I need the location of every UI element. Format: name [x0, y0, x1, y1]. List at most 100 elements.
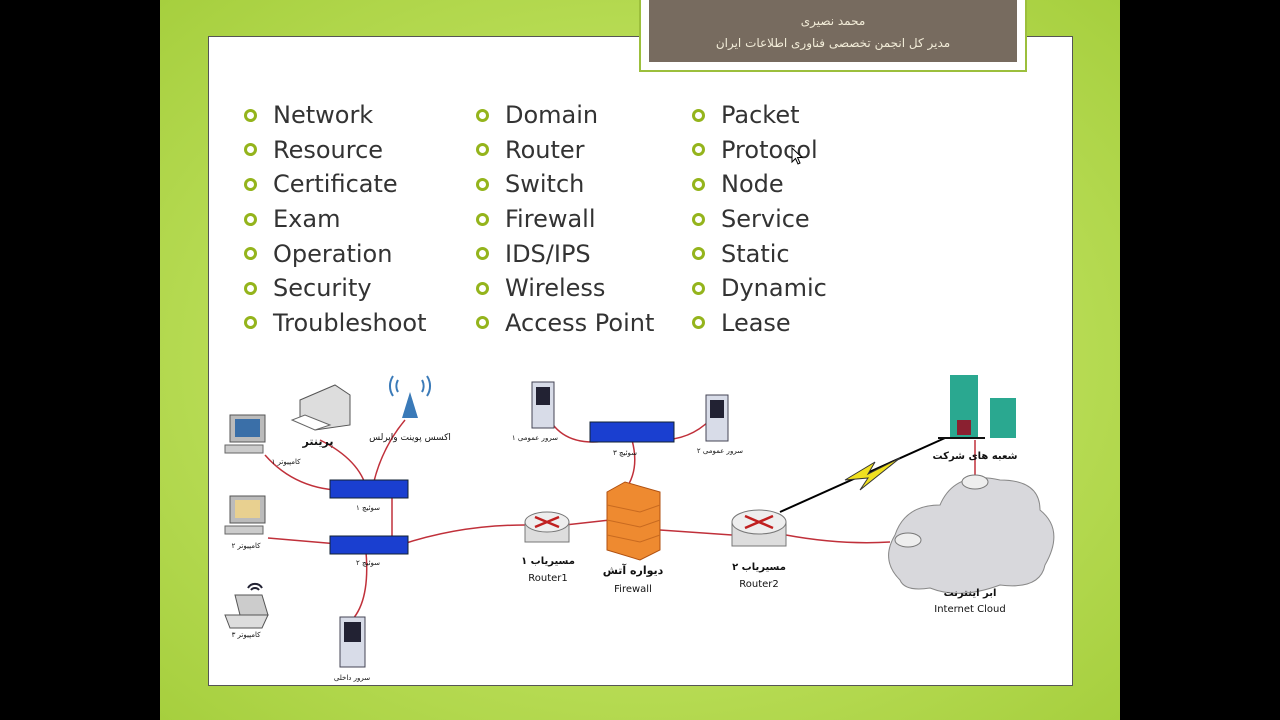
computer1-label: کامپیوتر ۱	[272, 458, 302, 466]
computer-icon	[224, 495, 266, 535]
internal-server-label: سرور داخلی	[334, 674, 370, 682]
term-label: Switch	[505, 170, 585, 199]
term-label: Operation	[273, 239, 393, 268]
access-point-icon	[388, 375, 432, 418]
term-item: Certificate	[238, 167, 427, 202]
term-item: Domain	[470, 98, 654, 133]
term-item: Router	[470, 133, 654, 168]
term-item: IDS/IPS	[470, 236, 654, 271]
cloud-label: Internet Cloud	[934, 604, 1005, 615]
switch-icon	[589, 421, 675, 443]
term-item: Operation	[238, 236, 427, 271]
term-item: Firewall	[470, 202, 654, 237]
term-item: Network	[238, 98, 427, 133]
term-label: Protocol	[721, 135, 818, 164]
router1-fa-label: مسیریاب ۱	[521, 556, 575, 567]
term-item: Troubleshoot	[238, 306, 427, 341]
term-item: Resource	[238, 133, 427, 168]
router2-label: Router2	[739, 579, 779, 590]
public-server2-label: سرور عمومی ۲	[697, 447, 743, 455]
bullet-icon	[476, 316, 489, 330]
server-icon	[339, 616, 366, 668]
firewall-label: Firewall	[614, 584, 652, 595]
bullet-icon	[244, 177, 257, 191]
bullet-icon	[692, 143, 705, 157]
bullet-icon	[476, 281, 489, 295]
term-label: Resource	[273, 135, 384, 164]
bullet-icon	[692, 212, 705, 226]
term-label: Router	[505, 135, 585, 164]
switch-icon	[329, 535, 409, 555]
bullet-icon	[692, 281, 705, 295]
branch-label: شعبه های شرکت	[933, 451, 1018, 462]
cloud-fa-label: ابر اینترنت	[944, 588, 997, 599]
bullet-icon	[476, 108, 489, 122]
computer-icon	[224, 414, 266, 454]
access-point-label: اکسس پوینت وایرلس	[369, 433, 451, 443]
bullet-icon	[244, 108, 257, 122]
term-label: Packet	[721, 101, 800, 130]
switch1-label: سوئیچ ۱	[356, 504, 380, 512]
router-icon	[731, 509, 787, 547]
printer-label: پرینتر	[302, 435, 334, 448]
bullet-icon	[692, 108, 705, 122]
bullet-icon	[476, 247, 489, 261]
laptop-icon	[224, 582, 269, 629]
term-label: Static	[721, 239, 790, 268]
term-label: Exam	[273, 205, 341, 234]
term-item: Protocol	[686, 133, 827, 168]
term-item: Switch	[470, 167, 654, 202]
bullet-icon	[692, 247, 705, 261]
bullet-icon	[244, 316, 257, 330]
term-label: Security	[273, 274, 372, 303]
term-item: Static	[686, 236, 827, 271]
term-item: Access Point	[470, 306, 654, 341]
presenter-name: محمد نصیری	[800, 14, 866, 28]
term-item: Lease	[686, 306, 827, 341]
term-label: Domain	[505, 101, 599, 130]
server-icon	[705, 394, 729, 442]
server-icon	[531, 381, 555, 429]
switch-icon	[329, 479, 409, 499]
term-label: Certificate	[273, 170, 398, 199]
firewall-icon	[606, 481, 661, 561]
bullet-icon	[244, 212, 257, 226]
term-item: Service	[686, 202, 827, 237]
term-label: Node	[721, 170, 784, 199]
term-label: Access Point	[505, 308, 655, 337]
term-item: Wireless	[470, 271, 654, 306]
computer3-label: کامپیوتر ۳	[232, 631, 262, 639]
term-label: Wireless	[505, 274, 606, 303]
bullet-icon	[244, 281, 257, 295]
title-box: محمد نصیری مدیر کل انجمن تخصصی فناوری اط…	[639, 0, 1027, 72]
bullet-icon	[692, 177, 705, 191]
switch3-label: سوئیچ ۳	[613, 449, 637, 457]
term-label: Lease	[721, 308, 791, 337]
bullet-icon	[476, 143, 489, 157]
public-server1-label: سرور عمومی ۱	[512, 434, 558, 442]
term-label: Troubleshoot	[273, 308, 427, 337]
printer-icon	[290, 384, 351, 431]
bullet-icon	[476, 177, 489, 191]
switch2-label: سوئیچ ۲	[356, 559, 380, 567]
bullet-icon	[244, 247, 257, 261]
wan-link-icon	[844, 457, 901, 491]
mouse-cursor-icon	[791, 147, 803, 165]
term-item: Packet	[686, 98, 827, 133]
internet-cloud-icon	[888, 474, 1055, 594]
term-label: Dynamic	[721, 274, 827, 303]
term-item: Security	[238, 271, 427, 306]
term-label: Service	[721, 205, 810, 234]
term-label: Network	[273, 101, 374, 130]
firewall-fa-label: دیواره آتش	[603, 563, 664, 577]
term-item: Exam	[238, 202, 427, 237]
bullet-icon	[244, 143, 257, 157]
term-item: Node	[686, 167, 827, 202]
router1-label: Router1	[528, 573, 568, 584]
computer2-label: کامپیوتر ۲	[232, 542, 262, 550]
term-label: Firewall	[505, 205, 596, 234]
